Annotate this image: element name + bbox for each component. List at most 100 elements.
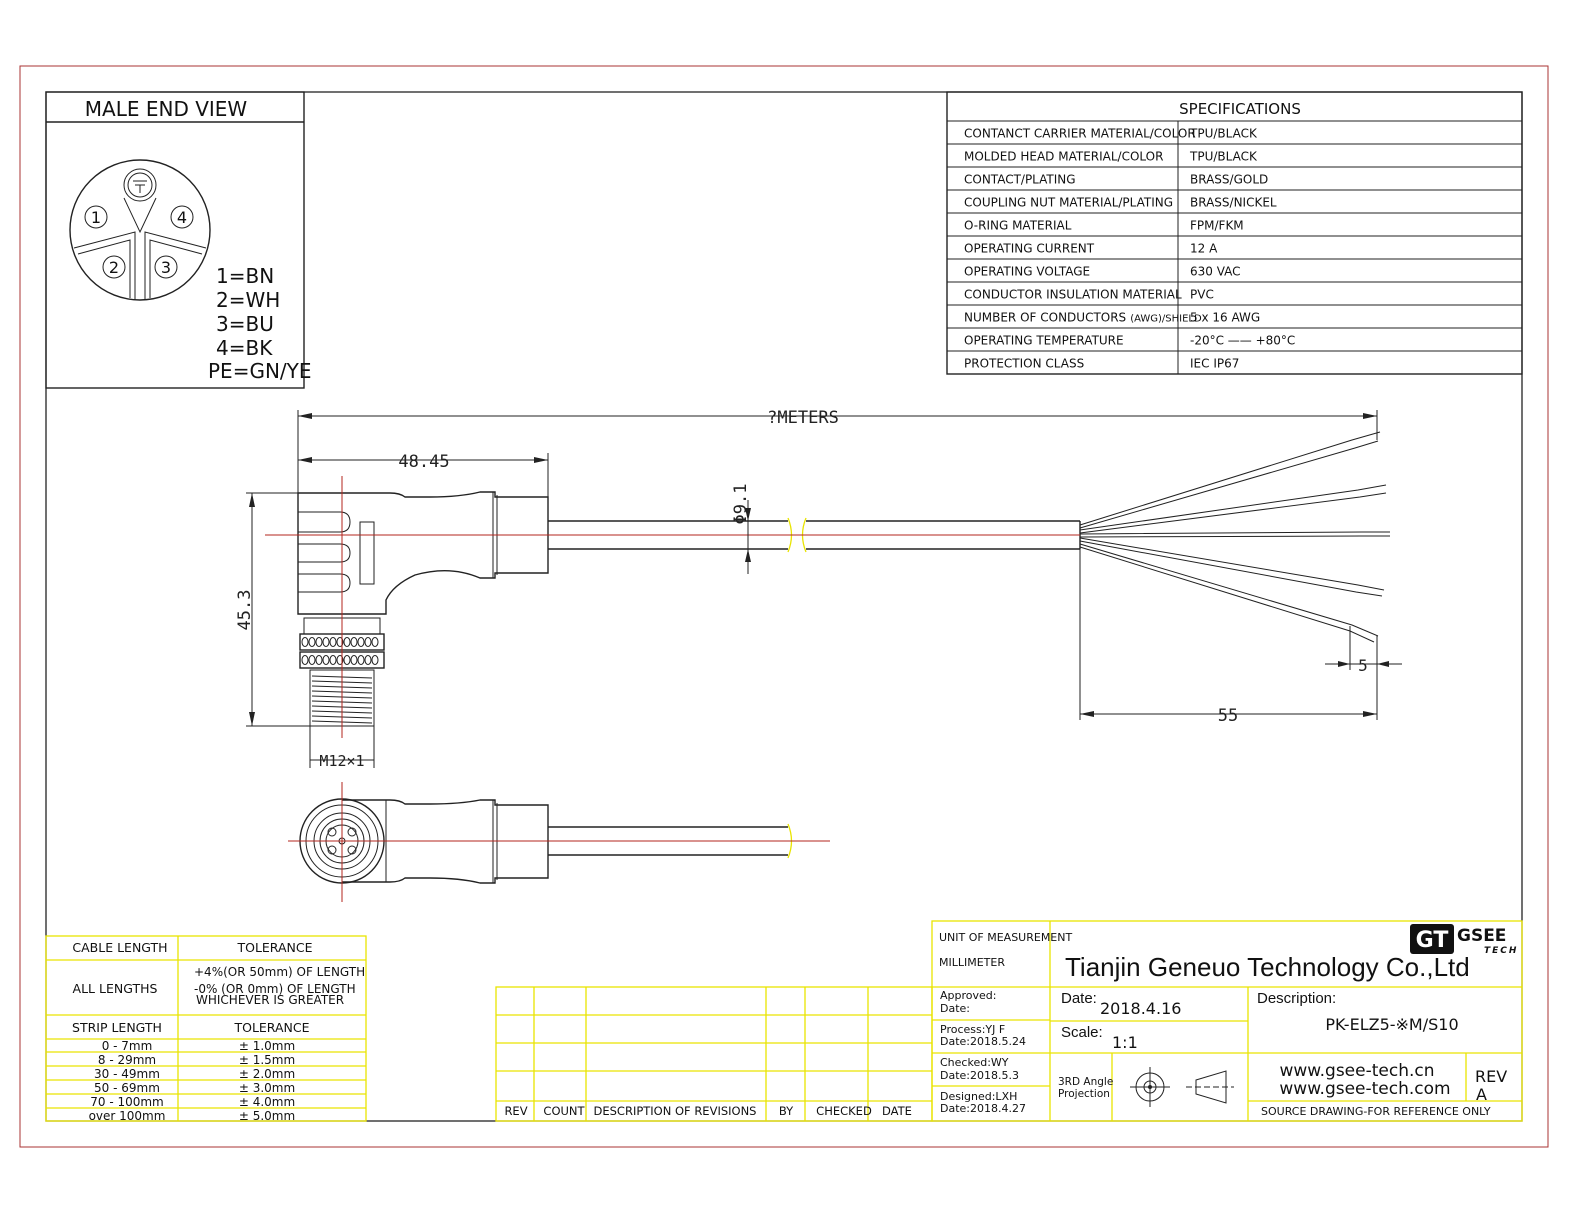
company-name: Tianjin Geneuo Technology Co.,Ltd [1065, 952, 1470, 982]
pin-face-icon: 1 4 2 3 [69, 159, 211, 301]
unit-label: UNIT OF MEASUREMENT [939, 931, 1072, 944]
designed-date: Date:2018.4.27 [940, 1102, 1026, 1115]
dim-wire-length: 55 [1218, 706, 1238, 726]
wiring-2: 2=WH [216, 288, 280, 312]
knurl-mark [350, 637, 358, 647]
knurl-mark [371, 655, 379, 665]
source-note: SOURCE DRAWING-FOR REFERENCE ONLY [1261, 1105, 1491, 1118]
revisions-table: REV COUNT DESCRIPTION OF REVISIONS BY CH… [495, 986, 933, 1122]
sheet-border [19, 65, 1549, 1148]
website-1: www.gsee-tech.cn [1279, 1061, 1434, 1081]
unit-value: MILLIMETER [939, 956, 1005, 969]
specifications-title: SPECIFICATIONS [1179, 100, 1301, 118]
knurl-mark [357, 637, 365, 647]
male-end-view: MALE END VIEW 1 4 2 3 1=BN 2=WH 3=BU 4=B… [45, 91, 312, 389]
dim-strip: 5 [1358, 656, 1368, 675]
strip-tolerance: ± 1.0mm [239, 1039, 295, 1053]
rev-header-description: DESCRIPTION OF REVISIONS [594, 1104, 757, 1118]
dimension-lines: ?METERS 48.45 Φ9.1 45.3 M12×1 5 55 [235, 408, 1402, 770]
wiring-1: 1=BN [216, 264, 274, 288]
knurl-mark [308, 655, 316, 665]
strip-range: 8 - 29mm [98, 1053, 156, 1067]
rev-header-rev: REV [504, 1104, 527, 1118]
title-block: UNIT OF MEASUREMENT MILLIMETER Tianjin G… [931, 920, 1523, 1122]
scale-label: Scale: [1061, 1024, 1103, 1041]
strip-tolerance-header: TOLERANCE [233, 1020, 309, 1035]
strip-tolerance: ± 5.0mm [239, 1109, 295, 1123]
rev-header-count: COUNT [543, 1104, 585, 1118]
wiring-3: 3=BU [216, 312, 274, 336]
strip-range: 0 - 7mm [102, 1039, 153, 1053]
strip-tolerance: ± 4.0mm [239, 1095, 295, 1109]
specifications-table: SPECIFICATIONS CONTANCT CARRIER MATERIAL… [946, 91, 1523, 375]
dim-head-length: 48.45 [398, 452, 449, 472]
rev-header-by: BY [779, 1104, 794, 1118]
knurl-mark [315, 655, 323, 665]
logo-name: GSEE [1457, 926, 1506, 946]
spec-label: COUPLING NUT MATERIAL/PLATING [964, 196, 1173, 210]
knurl-mark [343, 637, 351, 647]
pin-1-label: 1 [91, 208, 101, 227]
date-label: Date: [1061, 990, 1097, 1007]
spec-label: CONTANCT CARRIER MATERIAL/COLOR [964, 127, 1196, 141]
scale-value: 1:1 [1112, 1033, 1138, 1052]
cable-side-view [265, 431, 1390, 738]
knurl-mark [329, 655, 337, 665]
rev-header-checked: CHECKED [816, 1104, 872, 1118]
checked-date: Date:2018.5.3 [940, 1069, 1019, 1082]
spec-label: OPERATING CURRENT [964, 242, 1095, 256]
knurl-mark [357, 655, 365, 665]
spec-value: 630 VAC [1190, 265, 1241, 279]
dim-cable-dia: Φ9.1 [731, 484, 751, 525]
strip-tolerance: ± 3.0mm [239, 1081, 295, 1095]
knurl-mark [364, 637, 372, 647]
dim-length: ?METERS [767, 408, 839, 428]
all-lengths-label: ALL LENGTHS [73, 981, 158, 996]
description-value: PK-ELZ5-※M/S10 [1325, 1015, 1458, 1034]
projection-2: Projection [1058, 1088, 1110, 1100]
cable-length-header: CABLE LENGTH [72, 940, 167, 955]
spec-label: CONDUCTOR INSULATION MATERIAL [964, 288, 1182, 302]
strip-range: over 100mm [89, 1109, 166, 1123]
wiring-pe: PE=GN/YE [208, 359, 312, 383]
all-lengths-tol-3: WHICHEVER IS GREATER [196, 993, 344, 1007]
cable-front-view [288, 782, 830, 902]
date-value: 2018.4.16 [1100, 999, 1181, 1018]
strip-range: 30 - 49mm [94, 1067, 160, 1081]
process-label: Process:YJ F [940, 1023, 1005, 1036]
logo-sub: TECH [1484, 946, 1518, 956]
all-lengths-tol-2: -0% (OR 0mm) OF LENGTH [194, 982, 356, 996]
tolerance-table: CABLE LENGTH TOLERANCE ALL LENGTHS +4%(O… [45, 935, 367, 1123]
knurl-mark [371, 637, 379, 647]
knurl-mark [329, 637, 337, 647]
spec-label: PROTECTION CLASS [964, 357, 1084, 371]
spec-label: OPERATING VOLTAGE [964, 265, 1090, 279]
dim-height: 45.3 [235, 590, 255, 631]
spec-label: O-RING MATERIAL [964, 219, 1072, 233]
pin-3-label: 3 [161, 258, 171, 277]
spec-value: TPU/BLACK [1189, 127, 1258, 141]
strip-range: 70 - 100mm [90, 1095, 164, 1109]
projection-1: 3RD Angle [1058, 1076, 1113, 1088]
description-label: Description: [1257, 990, 1336, 1007]
pin-4-label: 4 [177, 208, 187, 227]
spec-label: NUMBER OF CONDUCTORS(AWG)/SHIELD [964, 311, 1202, 325]
knurl-mark [301, 637, 309, 647]
rev-header-date: DATE [882, 1104, 912, 1118]
approved-date: Date: [940, 1002, 970, 1015]
spec-value: -20°C —— +80°C [1190, 334, 1295, 348]
spec-value: 12 A [1190, 242, 1218, 256]
spec-value: IEC IP67 [1190, 357, 1239, 371]
spec-label: OPERATING TEMPERATURE [964, 334, 1124, 348]
spec-label: MOLDED HEAD MATERIAL/COLOR [964, 150, 1163, 164]
wiring-4: 4=BK [216, 336, 273, 360]
spec-value: FPM/FKM [1190, 219, 1244, 233]
knurl-mark [336, 637, 344, 647]
spec-value: BRASS/NICKEL [1190, 196, 1277, 210]
pin-2-label: 2 [109, 258, 119, 277]
male-end-view-title: MALE END VIEW [85, 97, 248, 121]
rev-value: A [1476, 1085, 1487, 1104]
knurl-mark [364, 655, 372, 665]
strip-length-header: STRIP LENGTH [72, 1020, 162, 1035]
